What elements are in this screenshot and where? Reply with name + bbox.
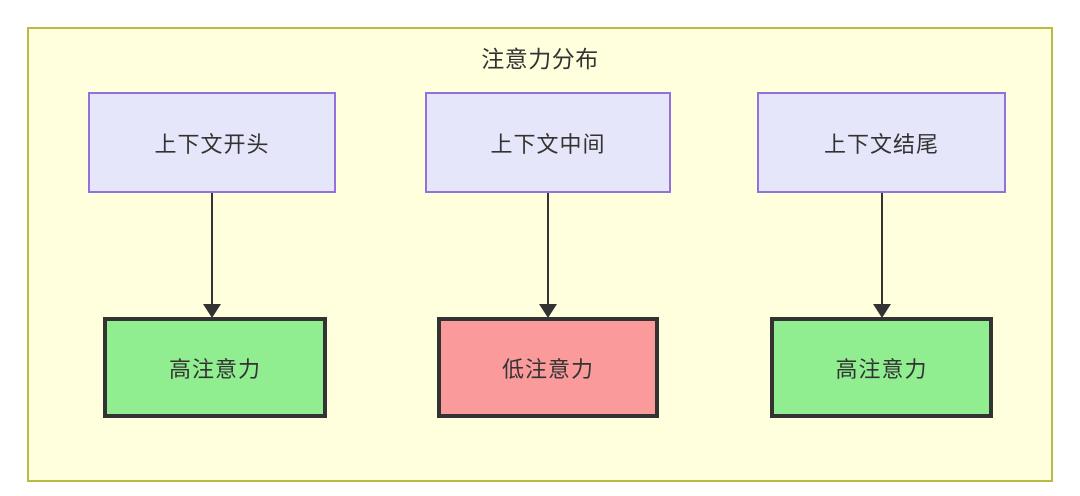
node-context-start[interactable]: 上下文开头 (88, 92, 336, 193)
node-context-end-label: 上下文结尾 (823, 131, 939, 157)
down-arrow-icon (539, 304, 557, 318)
edge-context-start-to-attention (211, 193, 213, 305)
edge-context-middle-to-attention (547, 193, 549, 305)
node-attention-low-middle[interactable]: 低注意力 (437, 317, 659, 418)
subgraph-title: 注意力分布 (481, 46, 599, 72)
node-attention-high-start-label: 高注意力 (168, 356, 261, 382)
node-context-start-label: 上下文开头 (154, 131, 270, 157)
node-context-middle[interactable]: 上下文中间 (425, 92, 671, 193)
node-attention-low-middle-label: 低注意力 (501, 356, 594, 382)
down-arrow-icon (203, 304, 221, 318)
node-attention-high-start[interactable]: 高注意力 (103, 317, 327, 418)
node-context-end[interactable]: 上下文结尾 (757, 92, 1006, 193)
node-attention-high-end[interactable]: 高注意力 (770, 317, 993, 418)
edge-context-end-to-attention (881, 193, 883, 305)
node-attention-high-end-label: 高注意力 (835, 356, 928, 382)
node-context-middle-label: 上下文中间 (490, 131, 606, 157)
down-arrow-icon (873, 304, 891, 318)
